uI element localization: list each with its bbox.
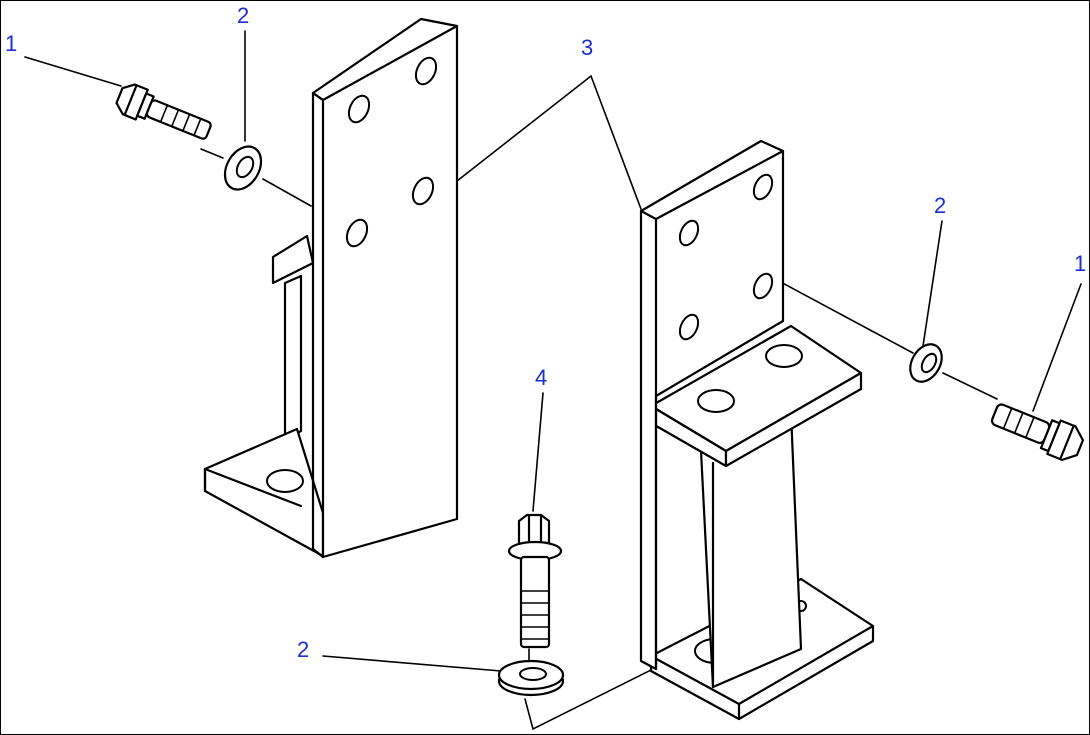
left-bracket <box>203 17 459 559</box>
left-bracket-hole-2 <box>414 56 438 86</box>
right-bracket-shelf-hole-2 <box>765 344 803 368</box>
washer-right <box>909 343 943 383</box>
leader-lines <box>24 30 1082 731</box>
leader-1-left <box>24 56 122 87</box>
washer-bottom <box>497 659 565 697</box>
flange-bolt-shank <box>519 555 551 649</box>
leader-4 <box>532 392 544 512</box>
right-bracket-hole-4 <box>678 313 700 341</box>
washer-top-left <box>223 145 263 191</box>
left-bracket-web <box>283 274 303 443</box>
right-bracket-hole-1 <box>678 219 700 247</box>
right-bracket-shelf-hole-1 <box>697 389 735 413</box>
axis-washer-bracket-left <box>262 178 312 207</box>
bolt-right-head <box>1046 419 1085 461</box>
right-bracket-main-plate <box>639 139 785 671</box>
left-bracket-hole-3 <box>411 176 435 206</box>
leader-3 <box>456 74 642 210</box>
bolt-top-left-shank <box>145 99 212 140</box>
callout-4-flange-bolt: 4 <box>535 365 548 390</box>
right-bracket-shelf-side <box>724 371 863 468</box>
callout-2-bottom: 2 <box>297 637 310 662</box>
axis-washer-bolt-right <box>942 372 998 400</box>
leader-2-right <box>922 220 943 347</box>
bolt-right-shank <box>990 403 1051 444</box>
right-bracket-hole-3 <box>752 272 774 300</box>
callout-2-top-left: 2 <box>237 3 250 28</box>
leader-2-bottom <box>322 655 502 672</box>
callout-3-bracket: 3 <box>581 35 594 60</box>
flange-bolt <box>507 513 563 649</box>
left-bracket-hole-1 <box>347 94 371 124</box>
assembly-center-lines <box>200 148 998 662</box>
callout-2-right: 2 <box>934 193 947 218</box>
callout-1-top-left: 1 <box>5 31 18 56</box>
bolt-top-left-head <box>115 83 149 121</box>
left-bracket-main-plate <box>311 17 459 559</box>
right-bracket-hole-2 <box>752 173 774 201</box>
callout-1-right: 1 <box>1074 251 1087 276</box>
bolt-top-left <box>115 83 212 140</box>
bolt-right <box>990 403 1085 461</box>
leader-1-right <box>1032 283 1082 412</box>
left-bracket-base-hole <box>266 469 304 493</box>
axis-bolt-washer-left <box>200 148 224 159</box>
left-bracket-shelf <box>271 234 315 285</box>
left-bracket-hole-4 <box>345 218 369 248</box>
right-bracket <box>639 139 875 721</box>
